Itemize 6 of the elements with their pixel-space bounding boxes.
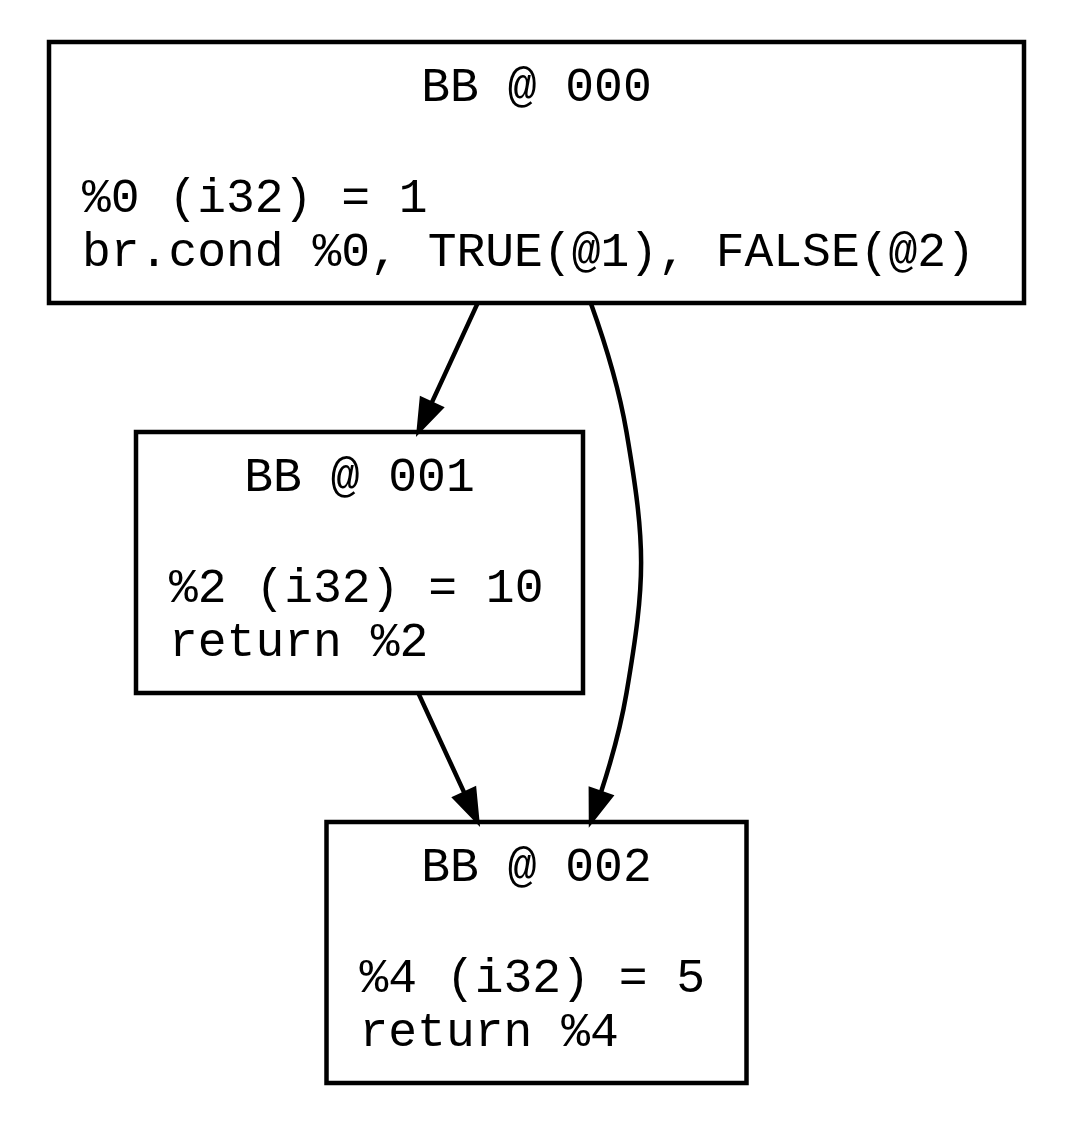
arrow bbox=[415, 302, 480, 438]
node-box: BB @ 000 %0 (i32) = 1 br.cond %0, TRUE(@1), FALSE(@2) bbox=[46, 39, 1026, 306]
arrow bbox=[588, 302, 643, 828]
arrow bbox=[415, 692, 480, 828]
node-box: BB @ 002 %4 (i32) = 5 return %4 bbox=[323, 819, 749, 1086]
node-box: BB @ 001 %2 (i32) = 10 return %2 bbox=[133, 429, 585, 696]
